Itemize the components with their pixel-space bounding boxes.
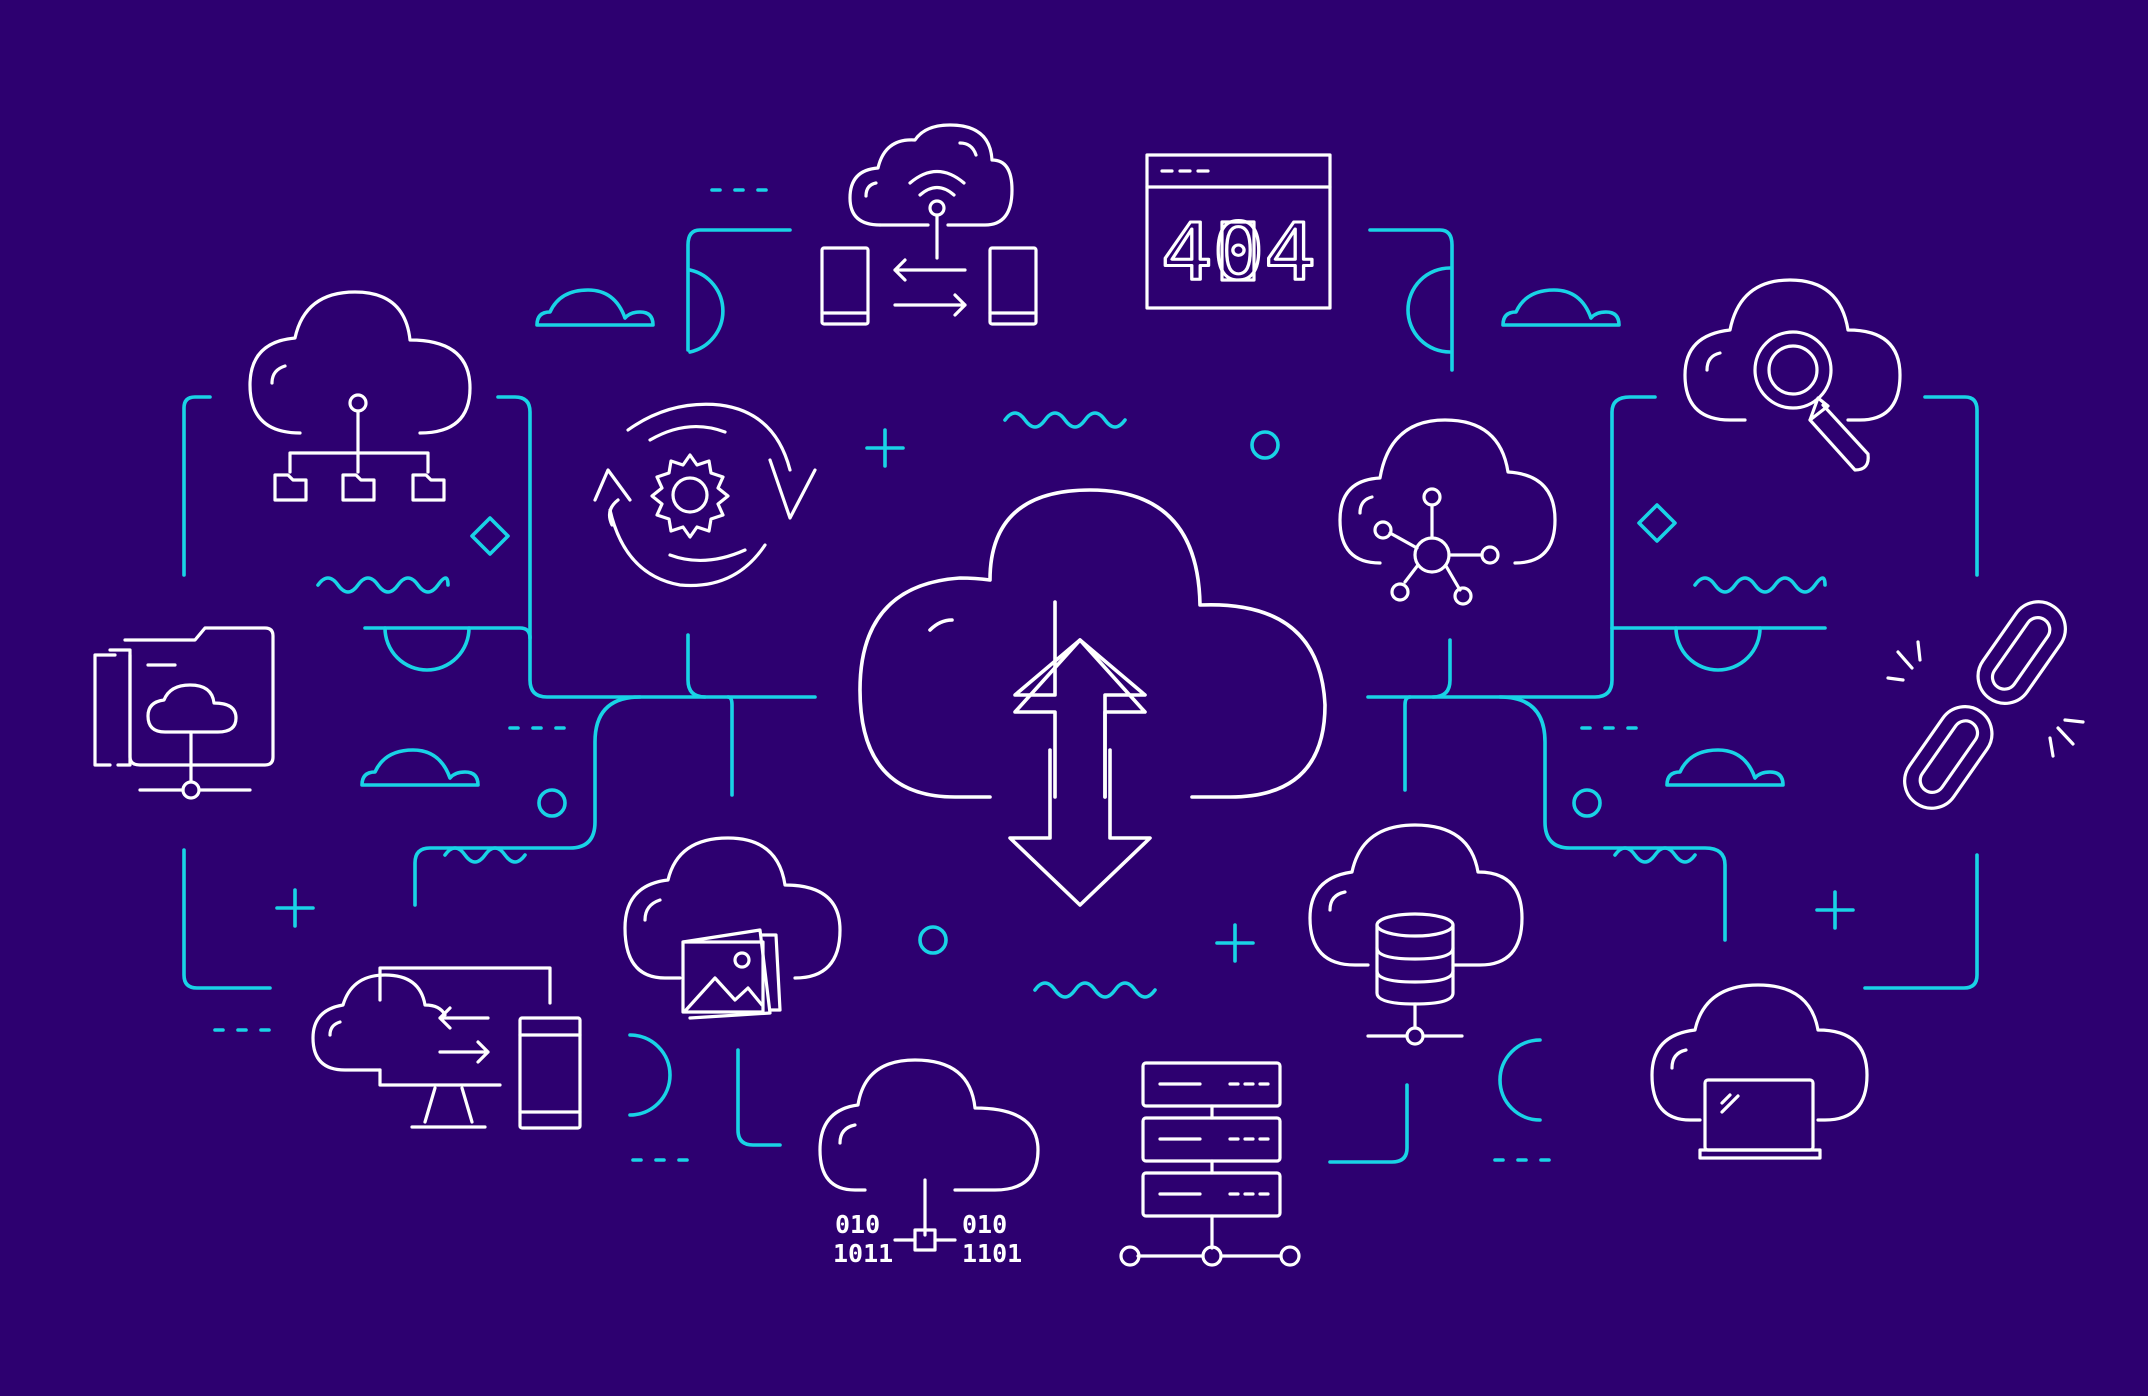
binary-right-row1: 010	[962, 1210, 1007, 1239]
plus-decorations	[275, 428, 1855, 963]
cloud-binary-data-icon: 010 1011 010 1101	[818, 1058, 1040, 1268]
cloud-laptop-icon	[1650, 983, 1869, 1160]
connector-lines	[182, 228, 1979, 1164]
binary-left-row2: 1011	[833, 1239, 893, 1268]
cloud-hub-icon	[1338, 418, 1557, 606]
cloud-upload-download-icon	[858, 488, 1327, 907]
circle-decorations	[537, 430, 1602, 955]
wave-decorations	[316, 411, 1827, 999]
small-cyan-clouds	[360, 288, 1785, 787]
cloud-search-icon	[1683, 278, 1902, 472]
cloud-monitor-phone-sync-icon	[311, 966, 582, 1130]
cloud-wifi-devices-icon	[820, 123, 1038, 326]
binary-right-row2: 1101	[962, 1239, 1022, 1268]
sync-gear-icon	[593, 402, 817, 588]
error-404-window-icon: 404	[1145, 153, 1332, 310]
server-rack-network-icon	[1119, 1061, 1301, 1267]
dash-decorations	[213, 188, 1638, 1162]
binary-left-row1: 010	[835, 1210, 880, 1239]
cloud-database-icon	[1308, 823, 1524, 1046]
cloud-folder-network-icon	[248, 290, 472, 502]
error-code: 404	[1161, 208, 1316, 298]
broken-link-icon	[1886, 600, 2085, 810]
cloud-image-icon	[623, 836, 842, 1020]
folder-cloud-icon	[93, 626, 275, 800]
diamond-decorations	[470, 503, 1677, 556]
